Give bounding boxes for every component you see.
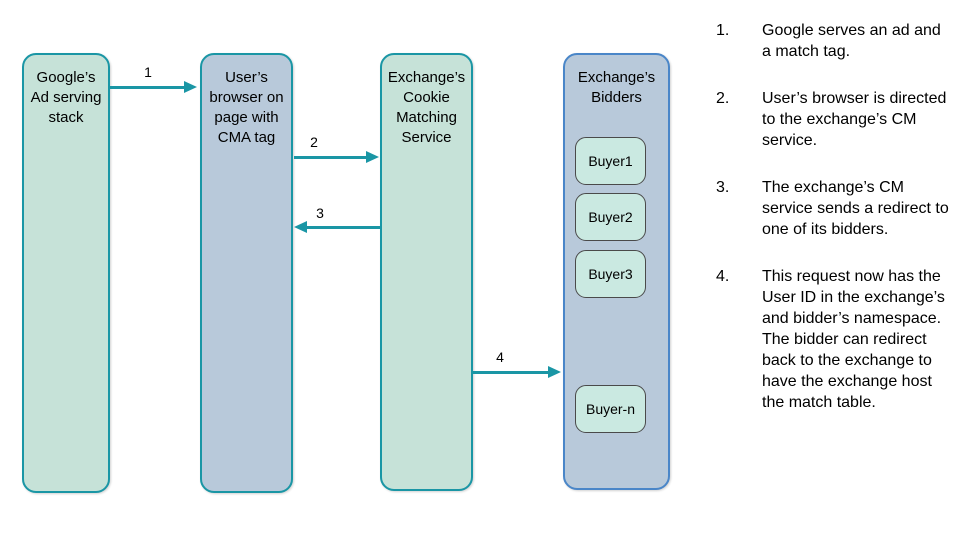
note-3-text: The exchange’s CM service sends a redire…	[762, 179, 949, 238]
buyer-n-box: Buyer-n	[575, 385, 646, 433]
note-item-3: 3. The exchange’s CM service sends a red…	[716, 177, 952, 240]
note-1-text: Google serves an ad and a match tag.	[762, 22, 941, 60]
arrow-1-number: 1	[144, 64, 152, 80]
arrow-1-right-head-icon	[184, 81, 197, 93]
note-2-text: User’s browser is directed to the exchan…	[762, 90, 947, 149]
note-item-2: 2. User’s browser is directed to the exc…	[716, 88, 952, 151]
note-4-number: 4.	[716, 268, 730, 285]
arrow-2-right-head-icon	[366, 151, 379, 163]
arrow-4-right-head-icon	[548, 366, 561, 378]
note-2-number: 2.	[716, 90, 730, 107]
node-user-browser-label: User’s browser on page with CMA tag	[209, 69, 284, 146]
note-4-text: This request now has the User ID in the …	[762, 268, 945, 411]
arrow-3-line	[307, 225, 380, 229]
arrow-4-line	[473, 370, 548, 374]
arrow-1-line	[110, 85, 184, 89]
arrow-3-left-head-icon	[294, 221, 307, 233]
node-exchange-bidders-label: Exchange’s Bidders	[577, 69, 656, 106]
arrow-2-line	[294, 155, 366, 159]
node-exchange-cm-service: Exchange’s Cookie Matching Service	[380, 53, 473, 491]
note-item-1: 1. Google serves an ad and a match tag.	[716, 20, 952, 62]
node-user-browser: User’s browser on page with CMA tag	[200, 53, 293, 493]
arrow-3-number: 3	[316, 205, 324, 221]
buyer1-box: Buyer1	[575, 137, 646, 185]
note-1-number: 1.	[716, 22, 730, 39]
buyer3-box: Buyer3	[575, 250, 646, 298]
buyer2-box: Buyer2	[575, 193, 646, 241]
node-google-ad-stack: Google’s Ad serving stack	[22, 53, 110, 493]
buyer2-label: Buyer2	[588, 209, 633, 225]
buyer1-label: Buyer1	[588, 153, 633, 169]
buyer3-label: Buyer3	[588, 266, 633, 282]
arrow-2-number: 2	[310, 134, 318, 150]
node-google-ad-stack-label: Google’s Ad serving stack	[30, 69, 102, 126]
note-item-4: 4. This request now has the User ID in t…	[716, 266, 952, 413]
arrow-4-number: 4	[496, 349, 504, 365]
notes-list: 1. Google serves an ad and a match tag. …	[716, 20, 952, 439]
buyer-n-label: Buyer-n	[585, 401, 636, 417]
node-exchange-bidders: Exchange’s Bidders Buyer1 Buyer2 Buyer3 …	[563, 53, 670, 490]
note-3-number: 3.	[716, 179, 730, 196]
node-exchange-cm-service-label: Exchange’s Cookie Matching Service	[387, 69, 466, 146]
